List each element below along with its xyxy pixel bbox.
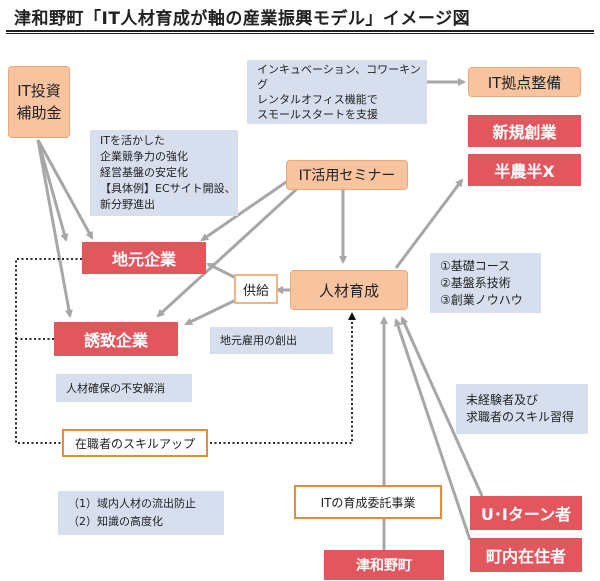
title-divider-thin (6, 33, 594, 34)
arrow-residents-to-hr (394, 318, 472, 541)
hr-development-box: 人材育成 (290, 270, 408, 310)
page-title: 津和野町「IT人材育成が軸の産業振興モデル」イメージ図 (14, 9, 471, 29)
town-residents-box: 町内在住者 (470, 538, 582, 572)
arrow-subsidy-to-local (36, 139, 69, 242)
it-seminar-box: IT活用セミナー (286, 160, 408, 190)
ui-turn-box: U･Iターン者 (470, 496, 582, 530)
it-utilize-note: ITを活かした 企業競争力の強化 経営基盤の安定化 【具体例】ECサイト開設、 … (90, 130, 238, 216)
title-divider (6, 30, 594, 32)
local-employment-note: 地元雇用の創出 (210, 327, 333, 354)
arrow-seminar-to-invited (156, 184, 302, 318)
arrow-subsidy-to-invited (36, 139, 73, 318)
skillup-box: 在職者のスキルアップ (62, 429, 208, 457)
tsuwano-town-box: 津和野町 (324, 550, 444, 580)
incubation-note: インキュベーション、コワーキング レンタルオフィス機能で スモールスタートを支援 (247, 60, 427, 124)
arrow-seminar-to-local (200, 176, 293, 242)
inexperienced-note: 未経験者及び 求職者のスキル習得 (456, 384, 588, 434)
supply-box: 供給 (234, 274, 278, 304)
outcomes-note: （1）域内人材の流出防止 （2）知識の高度化 (58, 491, 224, 535)
half-farm-box: 半農半X (468, 154, 581, 186)
arrow-subsidy-to-local-2 (36, 139, 94, 240)
local-company-box: 地元企業 (82, 242, 206, 274)
hr-shortage-note: 人材確保の不安解消 (56, 374, 192, 402)
it-subsidy-box: IT投資 補助金 (8, 66, 70, 138)
arrow-hr-to-new-business (394, 178, 464, 269)
arrow-supply-to-invited (184, 296, 241, 326)
arrow-ui-to-hr (400, 316, 484, 497)
it-training-contract-box: ITの育成委託事業 (294, 485, 442, 519)
new-business-box: 新規創業 (468, 115, 581, 147)
it-base-box: IT拠点整備 (468, 67, 581, 97)
dotted-local-loop (15, 258, 82, 444)
courses-note: ①基礎コース ②基盤系技術 ③創業ノウハウ (430, 253, 541, 313)
invited-company-box: 誘致企業 (54, 322, 178, 356)
